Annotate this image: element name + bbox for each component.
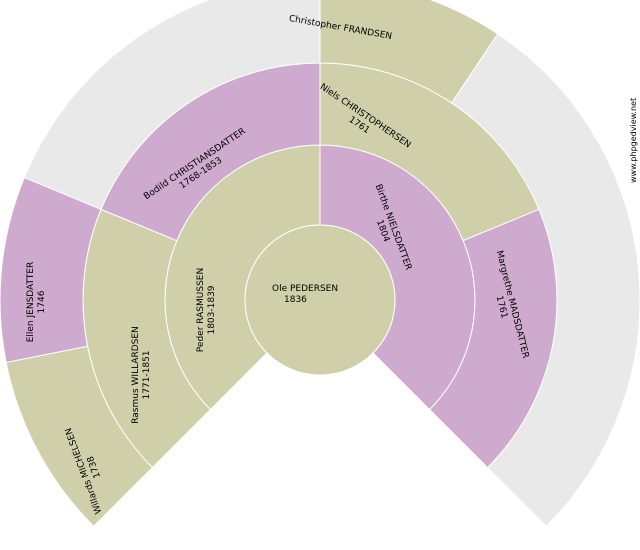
person-name: Ellen JENSDATTER — [26, 262, 36, 343]
root-person-date: 1836 — [284, 295, 307, 305]
root-person-circle[interactable] — [244, 224, 396, 376]
segment-gen3-empty-2 — [450, 33, 640, 527]
person-name: Rasmus WILLARDSEN — [131, 326, 141, 424]
person-name: Peder RASMUSSEN — [196, 268, 206, 352]
root-person-label: Ole PEDERSEN 1836 — [272, 284, 338, 305]
person-date: 1746 — [37, 290, 47, 313]
watermark: www.phpgedview.net — [629, 98, 638, 183]
person-date: 1771-1851 — [142, 350, 152, 399]
segment-gen3-empty-1 — [23, 0, 321, 210]
root-person-name: Ole PEDERSEN — [272, 284, 338, 294]
fan-segments — [0, 0, 640, 527]
person-date: 1803-1839 — [207, 285, 217, 334]
